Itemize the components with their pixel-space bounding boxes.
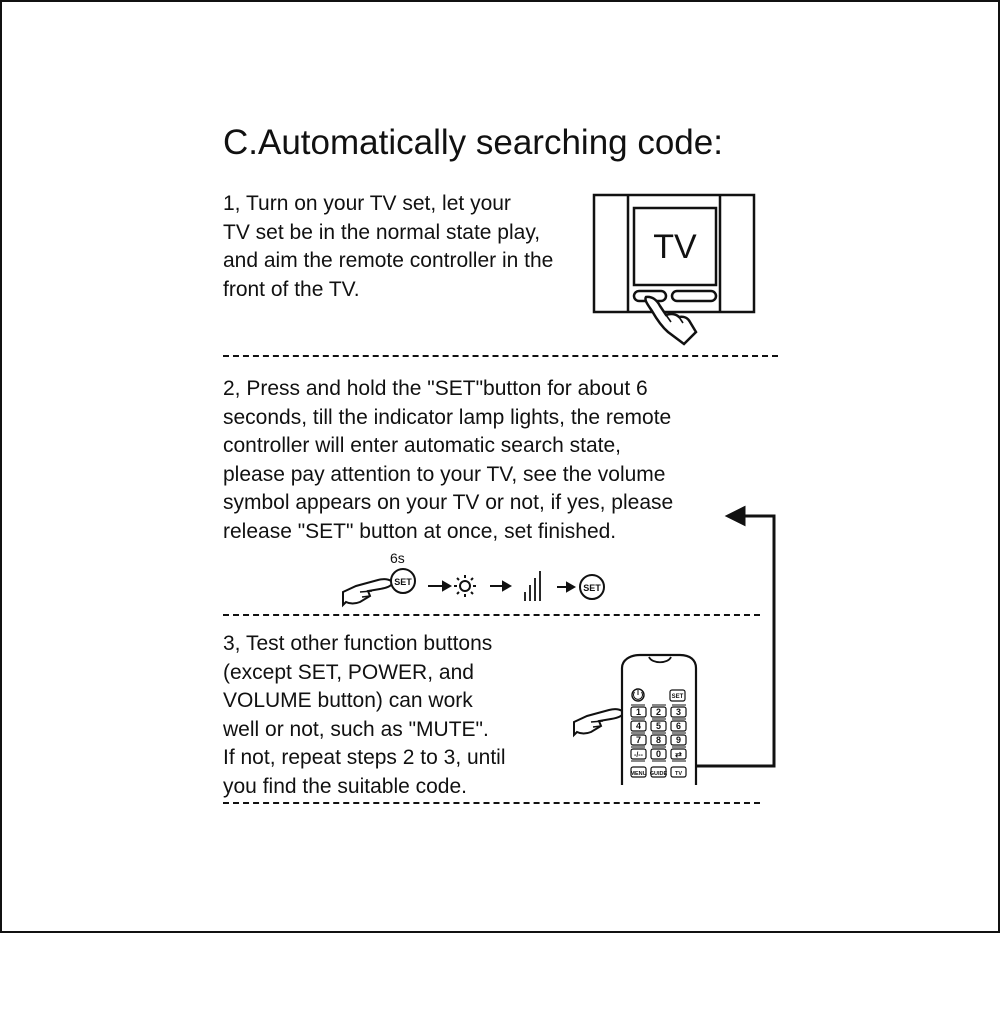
remote-key: MENU — [630, 771, 646, 777]
volume-bars-icon — [524, 571, 541, 601]
step-3-line: 3, Test other function buttons — [223, 632, 493, 655]
remote-set-key — [669, 689, 686, 702]
repeat-arrow — [694, 505, 776, 768]
step-3-text: 3, Test other function buttons (except S… — [223, 630, 506, 801]
set-label: SET — [583, 583, 601, 593]
tv-frame — [592, 193, 756, 314]
remote-key: 1 — [636, 707, 641, 717]
tv-button-right — [670, 289, 718, 303]
step-3-line: well or not, such as "MUTE". — [223, 717, 489, 741]
separator — [223, 355, 778, 357]
remote-key: GUIDE — [650, 771, 668, 777]
set-button-icon — [390, 568, 416, 594]
remote-control: SET 1 2 3 4 5 6 7 8 9 -/-- 0 — [620, 653, 698, 785]
step-3-line: you find the suitable code. — [223, 774, 468, 798]
hold-time-label: 6s — [390, 550, 405, 566]
remote-key: 0 — [656, 749, 661, 759]
set-button-icon — [579, 574, 605, 600]
page-frame — [0, 0, 1000, 933]
step-2-line: please pay attention to your TV, see the… — [223, 462, 666, 486]
step-2-line: seconds, till the indicator lamp lights,… — [223, 405, 672, 429]
remote-key: TV — [675, 771, 682, 777]
remote-set-label: SET — [672, 694, 684, 700]
remote-key: 7 — [636, 735, 641, 745]
set-label: SET — [394, 577, 412, 587]
step-2-line: 2, Press and hold the "SET"button for ab… — [223, 377, 648, 400]
arrow-right-icon — [502, 580, 513, 592]
remote-key: 4 — [636, 721, 641, 731]
step-2-line: release "SET" button at once, set finish… — [223, 519, 617, 543]
remote-key: 8 — [656, 735, 661, 745]
page-title: C.Automatically searching code: — [223, 123, 723, 162]
tv-illustration: TV — [592, 193, 756, 346]
lamp-light-icon — [454, 575, 476, 597]
arrow-right-icon — [566, 581, 577, 593]
step-2-line: controller will enter automatic search s… — [223, 434, 622, 457]
tv-label: TV — [653, 228, 697, 266]
step-1-text: 1, Turn on your TV set, let your TV set … — [223, 190, 553, 304]
step-3-line: VOLUME button) can work — [223, 689, 473, 712]
step-2-line: symbol appears on your TV or not, if yes… — [223, 491, 674, 514]
step-3-line: (except SET, POWER, and — [223, 660, 474, 684]
step-1-line: and aim the remote controller in the — [223, 249, 554, 272]
arrow-right-icon — [442, 580, 453, 592]
set-sequence: SET SET — [342, 568, 605, 608]
separator — [223, 614, 760, 616]
arrow-left-icon — [724, 505, 746, 527]
step-1-line: TV set be in the normal state play, — [223, 220, 541, 244]
separator — [223, 802, 760, 804]
remote-key: 6 — [676, 721, 681, 731]
remote-key: 5 — [656, 721, 661, 731]
step-1-line: 1, Turn on your TV set, let your — [223, 192, 511, 215]
step-1-line: front of the TV. — [223, 277, 360, 301]
remote-key: 2 — [656, 707, 661, 717]
return-icon: ⇄ — [675, 750, 682, 759]
step-3-line: If not, repeat steps 2 to 3, until — [223, 746, 506, 769]
remote-key: -/-- — [634, 752, 644, 759]
tv-screen — [632, 206, 718, 287]
step-2-text: 2, Press and hold the "SET"button for ab… — [223, 375, 673, 546]
remote-key: 3 — [676, 707, 681, 717]
remote-key: 9 — [676, 735, 681, 745]
